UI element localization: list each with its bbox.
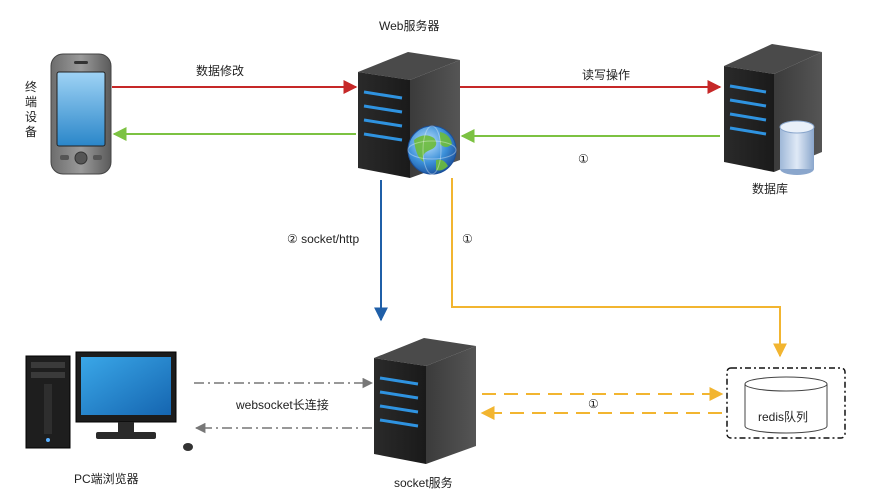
monitor-icon xyxy=(75,351,177,439)
mouse-icon xyxy=(183,443,193,451)
pc-browser-label: PC端浏览器 xyxy=(74,472,139,486)
web-server-label: Web服务器 xyxy=(379,19,440,33)
socket-server-label: socket服务 xyxy=(394,476,453,490)
redis-queue-label: redis队列 xyxy=(758,410,809,424)
database-label: 数据库 xyxy=(752,182,789,196)
globe-icon xyxy=(407,125,457,175)
socket-http-label: ② socket/http xyxy=(287,232,360,246)
websocket-label: websocket长连接 xyxy=(236,398,329,412)
phone-icon xyxy=(50,53,112,175)
pc-tower-icon xyxy=(25,355,71,449)
socket-redis-label: ① xyxy=(588,397,599,411)
database-cylinder-icon xyxy=(779,120,815,175)
socket-server-icon xyxy=(374,338,476,464)
read-write-label: 读写操作 xyxy=(582,68,631,82)
web-to-redis-label: ① xyxy=(462,232,473,246)
db-return-label: ① xyxy=(578,152,589,166)
edge-web-to-redis xyxy=(451,178,787,358)
terminal-device-label: 终端设备 xyxy=(24,80,37,139)
redis-queue-icon xyxy=(726,367,846,439)
data-modify-label: 数据修改 xyxy=(196,64,245,78)
